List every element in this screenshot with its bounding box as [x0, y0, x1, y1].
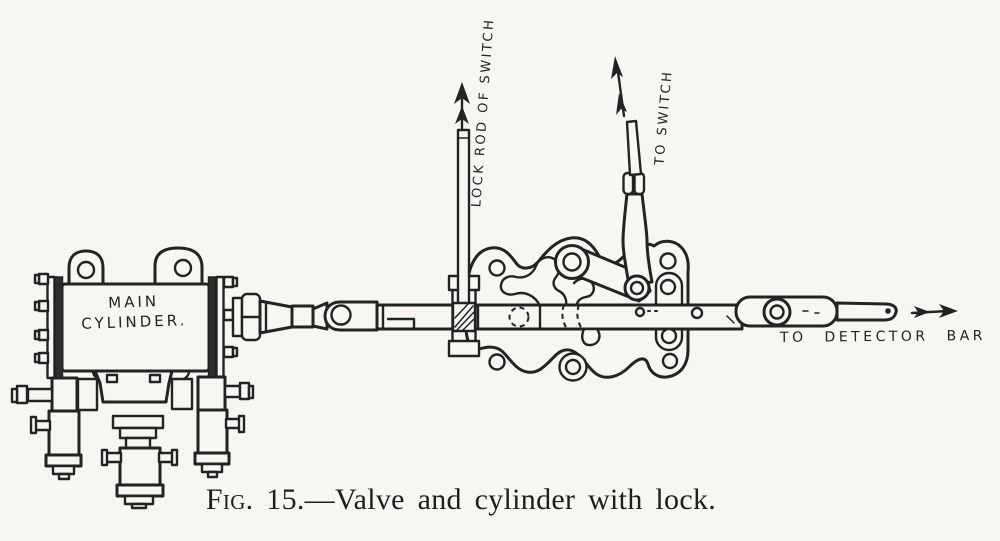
hidden-detail — [508, 306, 530, 328]
piston-rod-bar — [354, 303, 744, 331]
knuckle-joint — [633, 171, 646, 196]
eye-hole — [769, 304, 785, 320]
rod-coupling — [231, 292, 379, 342]
bar-pin-hole — [634, 306, 646, 318]
bolt-hole — [661, 352, 679, 370]
flange — [54, 276, 64, 379]
lock-rod-shaft — [456, 128, 471, 306]
bolt-hole — [659, 278, 677, 296]
figure-title: —Valve and cylinder with lock. — [304, 483, 717, 516]
valve-body — [118, 446, 162, 487]
lug-hole — [76, 260, 96, 280]
lock-dog-tip — [581, 327, 601, 347]
crank-pin — [623, 274, 651, 302]
main-cylinder-label: MAIN CYLINDER. — [67, 290, 200, 335]
up-arrow-icon — [611, 56, 627, 118]
eye-hole — [330, 304, 352, 326]
figure-number: Fig. 15. — [205, 483, 305, 516]
bolt-hole — [564, 358, 582, 376]
valve-body — [196, 408, 229, 455]
bolt-hole — [659, 252, 677, 270]
rod-tip-pin — [885, 308, 891, 314]
coupling-taper — [311, 301, 329, 331]
switch-rod — [625, 119, 643, 177]
up-arrow-icon — [454, 82, 470, 130]
detector-bar-link — [734, 295, 898, 328]
eye-boss — [762, 297, 792, 327]
flange-bolts — [33, 272, 239, 365]
flange — [215, 275, 225, 380]
gland-nut — [231, 296, 244, 338]
switch-lever — [621, 192, 654, 287]
figure-caption: Fig. 15.—Valve and cylinder with lock. — [61, 483, 861, 517]
coupling-neck — [290, 304, 315, 329]
valve-cluster — [10, 369, 255, 510]
flange — [207, 276, 217, 379]
bar-pin-hole — [690, 306, 704, 320]
bottom-boss — [558, 352, 588, 382]
end-rod — [835, 301, 898, 322]
bolt-hole — [660, 327, 678, 345]
switch-crank — [554, 119, 654, 303]
cylinder-lug — [153, 246, 204, 286]
cylinder-lug — [67, 249, 105, 286]
to-detector-bar-label: TO DETECTOR BAR — [779, 328, 987, 346]
knuckle-joint — [622, 171, 635, 196]
bolt-hole — [488, 353, 506, 371]
right-arrow-icon — [910, 304, 958, 318]
bolt-hole — [488, 259, 506, 277]
lug-hole — [173, 258, 193, 278]
crank-pin-hole — [629, 280, 645, 296]
valve-body — [47, 409, 81, 457]
lock-rod — [451, 128, 477, 333]
crank-boss-hole — [562, 252, 582, 272]
crank-boss — [554, 244, 590, 280]
